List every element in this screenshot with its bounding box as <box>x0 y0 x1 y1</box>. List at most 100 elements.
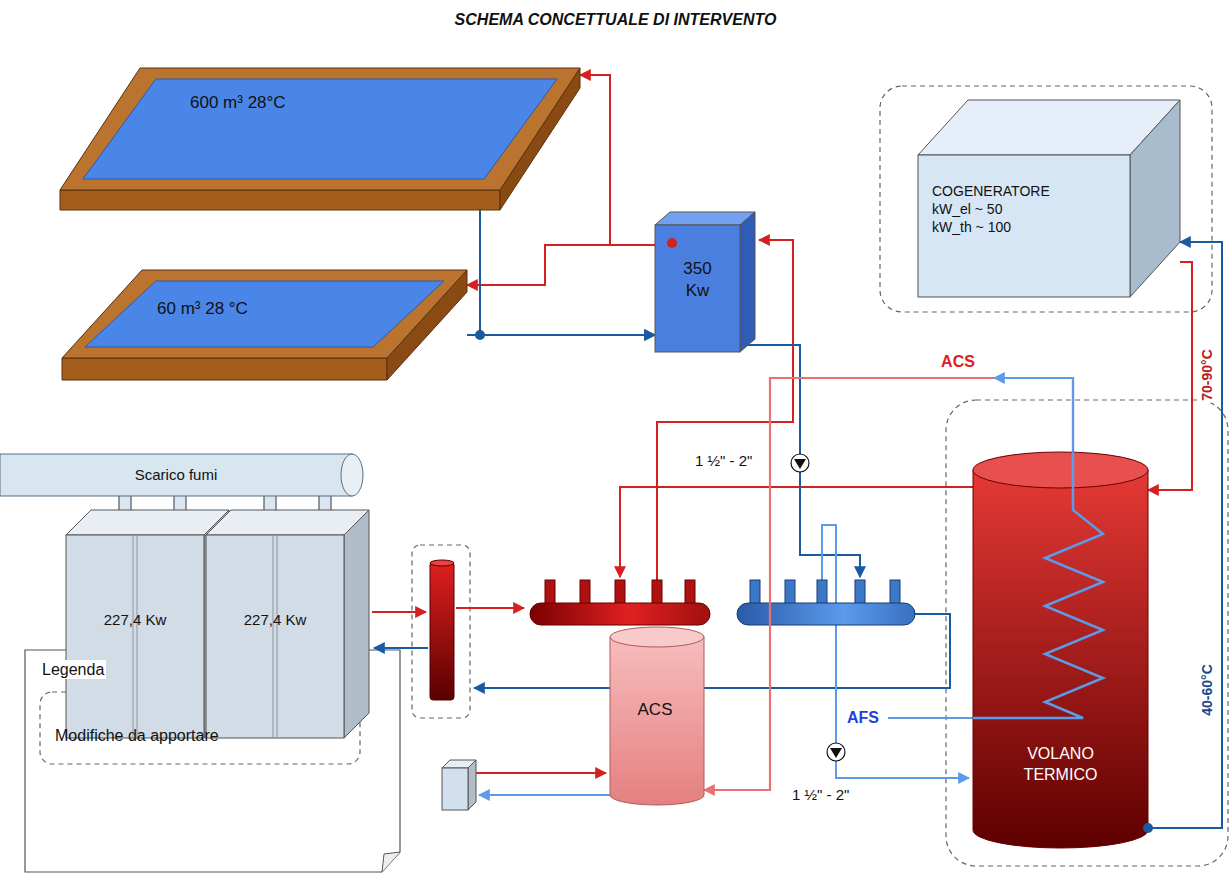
boiler-unit: 227,4 Kw <box>206 510 369 738</box>
annotation-label: AFS <box>845 708 881 727</box>
return-manifold <box>890 580 900 606</box>
node-text: kW_th ~ 100 <box>932 218 1050 236</box>
pool-basin: 600 m³ 28°C <box>60 68 580 210</box>
return-manifold <box>855 580 865 606</box>
flue-stubs <box>119 494 131 512</box>
supply-manifold <box>545 580 555 606</box>
pipe <box>456 607 524 609</box>
dhw-tank: ACS <box>610 627 704 805</box>
boiler-unit-outline <box>66 535 204 738</box>
flue-pipe-outline <box>341 454 363 496</box>
text-holder: 227,4 Kw <box>66 610 204 630</box>
pipe-connector <box>1148 242 1222 828</box>
pipe <box>620 487 973 577</box>
text-holder: 350 Kw <box>655 258 740 302</box>
pipe <box>888 717 973 719</box>
small-heater-box <box>442 768 468 810</box>
pipe <box>479 794 610 796</box>
annotation-label: 1 ½" - 2" <box>693 452 754 470</box>
node-text: VOLANO TERMICO <box>1001 744 1121 786</box>
node-text: COGENERATORE <box>932 182 1050 200</box>
supply-manifold <box>615 580 625 606</box>
cogenerator-unit-outline <box>1130 100 1180 297</box>
text-holder: VOLANO TERMICO <box>973 744 1148 786</box>
pool-basin: 60 m³ 28 °C <box>62 270 467 380</box>
boiler-unit-outline <box>273 535 274 738</box>
supply-manifold <box>530 580 710 625</box>
boiler-unit-outline <box>206 510 369 535</box>
flue-stubs <box>319 494 331 512</box>
boiler-unit: 227,4 Kw <box>66 510 229 738</box>
text-holder: Scarico fumi <box>0 465 352 485</box>
return-manifold <box>737 580 915 625</box>
modification-region <box>946 400 1228 866</box>
pipe-connector <box>120 497 130 510</box>
pipe <box>475 772 606 774</box>
supply-manifold <box>580 580 590 606</box>
buffer-tank-outline <box>973 452 1103 718</box>
cogenerator-unit-outline <box>918 155 1130 297</box>
supply-manifold <box>652 580 662 606</box>
heat-exchanger-outline <box>655 212 755 225</box>
pipe-connector <box>265 497 275 510</box>
node-text: 227,4 Kw <box>66 610 204 630</box>
buffer-tank-outline <box>1143 823 1153 833</box>
buffer-tank-outline <box>973 470 1148 848</box>
text-holder: COGENERATOREkW_el ~ 50kW_th ~ 100 <box>932 182 1050 237</box>
coil-outlet-pipe <box>994 378 1073 452</box>
legend-box <box>382 852 400 872</box>
pool-basin-outline <box>62 358 387 380</box>
dhw-tank-outline <box>610 637 704 805</box>
return-manifold <box>737 603 915 625</box>
pool-basin-outline <box>60 68 580 190</box>
dhw-tank-outline <box>610 627 704 647</box>
heat-exchanger-outline <box>667 238 677 248</box>
node-text: 227,4 Kw <box>206 610 344 630</box>
heat-exchanger: 350 Kw <box>655 212 755 352</box>
text-holder: 600 m³ 28°C <box>190 92 286 114</box>
buffer-tank-outline <box>973 452 1148 488</box>
boiler-unit-outline <box>277 535 278 738</box>
pool-basin-outline <box>85 281 444 347</box>
pipe <box>372 611 426 613</box>
pipe-connector <box>467 334 655 336</box>
pipe <box>745 345 860 577</box>
text-holder: ACS <box>610 699 700 721</box>
node-text: kW_el ~ 50 <box>932 200 1050 218</box>
flue-stubs <box>119 494 331 512</box>
temperature-label: 70-90°C <box>1199 347 1216 403</box>
annotation-label: 1 ½" - 2" <box>790 786 851 804</box>
pipe-connector <box>467 245 655 285</box>
hydraulic-separator <box>430 560 454 700</box>
node-text: 60 m³ 28 °C <box>157 298 248 320</box>
pipe <box>822 525 969 778</box>
pump-symbol <box>791 454 809 472</box>
text-holder: 60 m³ 28 °C <box>157 298 248 320</box>
buffer-tank: VOLANO TERMICO <box>973 452 1148 848</box>
pipe-connector <box>580 75 655 245</box>
pipe-connector <box>480 210 655 335</box>
cogenerator-unit: COGENERATOREkW_el ~ 50kW_th ~ 100 <box>918 100 1180 297</box>
flue-stubs <box>174 494 186 512</box>
boiler-unit-outline <box>137 535 138 738</box>
pool-basin-outline <box>83 79 557 179</box>
pump-symbol <box>830 748 842 758</box>
node-text: 350 Kw <box>674 258 722 302</box>
flue-pipe: Scarico fumi <box>0 453 365 497</box>
pump-symbol <box>827 743 845 761</box>
supply-manifold <box>530 603 710 625</box>
flue-stubs <box>264 494 276 512</box>
boiler-unit-outline <box>133 535 134 738</box>
heat-exchanger-outline <box>740 212 755 352</box>
pump-symbol <box>791 454 845 761</box>
pool-basin-outline <box>62 270 467 380</box>
small-heater-box <box>468 760 476 810</box>
pool-basin-outline <box>60 190 500 210</box>
hydraulic-separator <box>430 560 454 566</box>
pipe <box>374 647 428 649</box>
pool-basin-outline <box>60 68 580 210</box>
boiler-unit-outline <box>206 535 344 738</box>
boiler-unit-outline <box>344 510 369 738</box>
small-heater-box <box>442 760 476 810</box>
